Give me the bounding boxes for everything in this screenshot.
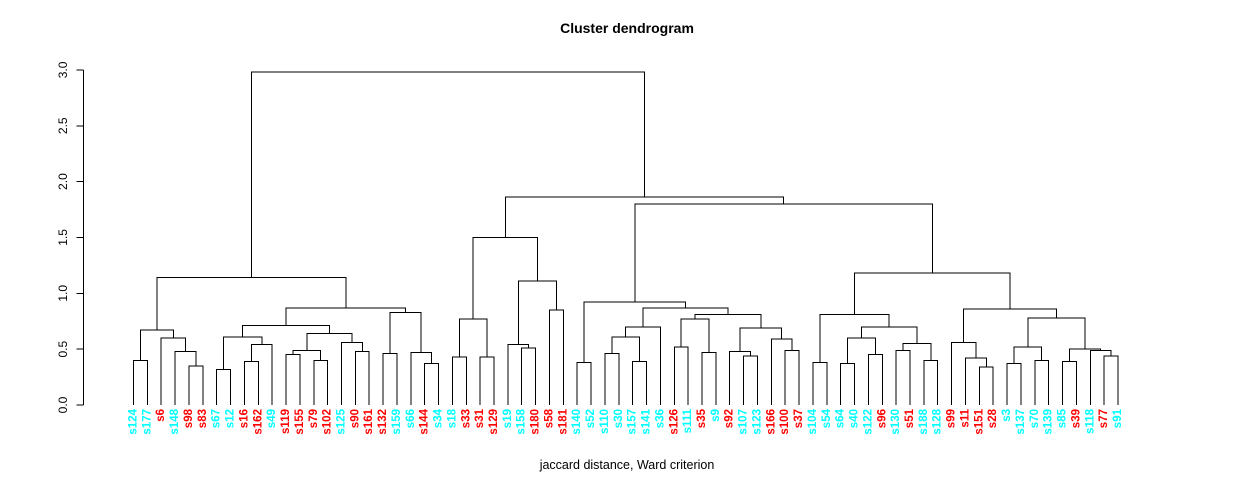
leaf-label: s102 [322, 409, 334, 435]
chart-title: Cluster dendrogram [560, 20, 694, 36]
leaf-label: s30 [613, 409, 625, 428]
leaf-label: s181 [557, 408, 569, 434]
leaf-label: s91 [1112, 408, 1124, 428]
leaf-label: s85 [1057, 408, 1069, 428]
leaf-label: s161 [363, 408, 375, 434]
leaf-label: s51 [904, 408, 916, 428]
leaf-label: s52 [585, 409, 597, 428]
leaf-label: s6 [155, 409, 167, 422]
leaf-label: s3 [1001, 409, 1013, 422]
leaf-label: s33 [460, 409, 472, 428]
leaf-label: s180 [530, 409, 542, 435]
x-axis-label: jaccard distance, Ward criterion [539, 458, 715, 472]
leaf-label: s37 [793, 409, 805, 428]
leaf-label: s58 [543, 408, 555, 428]
leaf-label: s166 [765, 409, 777, 435]
leaf-label: s11 [959, 408, 971, 427]
leaf-label: s49 [266, 409, 278, 428]
leaf-label: s40 [849, 409, 861, 428]
leaf-label: s188 [918, 408, 930, 434]
y-axis-tick-label: 2.0 [56, 173, 70, 190]
y-axis-tick-label: 1.5 [56, 229, 70, 246]
leaf-label: s66 [405, 409, 417, 428]
leaf-label: s124 [128, 408, 140, 434]
dendrogram-tree [133, 71, 1119, 405]
y-axis-tick-label: 3.0 [56, 61, 70, 78]
leaf-label: s70 [1029, 409, 1041, 428]
leaf-label: s67 [211, 409, 223, 428]
leaf-label: s158 [516, 408, 528, 434]
leaf-label: s31 [474, 408, 486, 428]
leaf-label: s123 [751, 409, 763, 435]
y-axis-tick-label: 1.0 [56, 285, 70, 302]
leaf-label: s12 [225, 409, 237, 428]
leaf-label: s96 [876, 409, 888, 428]
leaf-label: s64 [835, 408, 847, 428]
leaf-label: s148 [169, 408, 181, 434]
leaf-label: s35 [696, 408, 708, 428]
leaf-label: s110 [599, 409, 611, 434]
leaf-label: s177 [141, 409, 153, 435]
leaf-label: s9 [710, 409, 722, 422]
leaf-label: s99 [946, 409, 958, 428]
leaf-label: s118 [1084, 408, 1096, 434]
leaf-label: s144 [419, 408, 431, 434]
leaf-label: s77 [1098, 409, 1110, 428]
leaf-label: s151 [973, 408, 985, 434]
leaf-label: s126 [668, 409, 680, 435]
leaf-label: s139 [1043, 409, 1055, 435]
leaf-label: s122 [862, 409, 874, 435]
y-axis-tick-label: 2.5 [56, 117, 70, 134]
leaf-label: s28 [987, 408, 999, 428]
leaf-label: s141 [641, 408, 653, 434]
leaf-label: s18 [446, 408, 458, 428]
leaf-label: s92 [724, 409, 736, 428]
y-axis-tick-label: 0.0 [56, 396, 70, 413]
y-axis-tick-label: 0.5 [56, 340, 70, 357]
leaf-label: s79 [308, 409, 320, 428]
y-axis: 0.0 0.5 1.0 1.5 2.0 2.5 3.0 [56, 61, 84, 413]
leaf-label: s111 [682, 408, 694, 433]
leaf-label: s83 [197, 409, 209, 428]
leaf-label: s100 [779, 409, 791, 435]
dendrogram-links [133, 71, 1119, 405]
leaf-label: s129 [488, 409, 500, 435]
leaf-label: s162 [252, 409, 264, 435]
leaf-label: s104 [807, 408, 819, 434]
leaf-label: s130 [890, 409, 902, 435]
leaf-label: s155 [294, 408, 306, 434]
leaf-label: s125 [335, 408, 347, 434]
leaf-label: s157 [627, 409, 639, 435]
leaf-label: s140 [571, 409, 583, 435]
leaf-label: s132 [377, 409, 389, 435]
leaf-label: s98 [183, 408, 195, 428]
leaf-label: s107 [738, 409, 750, 435]
leaf-label: s54 [821, 408, 833, 428]
leaf-label: s159 [391, 409, 403, 435]
leaf-label: s39 [1070, 409, 1082, 428]
leaf-label: s119 [280, 409, 292, 434]
leaf-label: s137 [1015, 409, 1027, 435]
leaf-label: s36 [654, 409, 666, 428]
leaf-label: s90 [349, 409, 361, 428]
leaf-label: s16 [238, 409, 250, 428]
leaf-label: s128 [932, 408, 944, 434]
leaf-label: s19 [502, 409, 514, 428]
leaf-label: s34 [433, 408, 445, 428]
